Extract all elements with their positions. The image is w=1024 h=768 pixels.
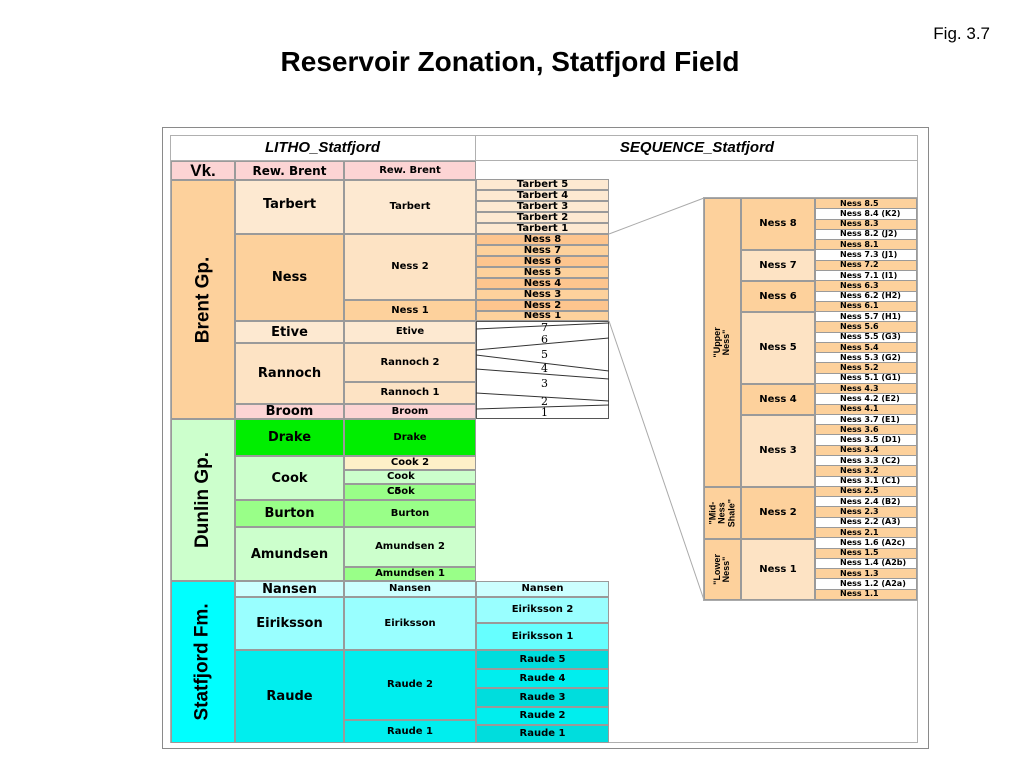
seq-number-2: 2 <box>541 395 548 408</box>
seq-ness-4: Ness 4 <box>476 278 609 289</box>
ness-group-mid: "Mid-Ness Shale" <box>704 487 741 539</box>
ness-unit-8: Ness 8 <box>741 198 815 250</box>
formation-etive: Etive <box>235 321 344 343</box>
seq-number-1: 1 <box>541 406 548 419</box>
seq-boundary-4 <box>476 368 609 380</box>
connector-bottom <box>608 320 705 601</box>
formation-rew-brent: Rew. Brent <box>235 161 344 180</box>
group-statfjord: Statfjord Fm. <box>171 581 235 743</box>
zone-raude-1: Raude 1 <box>344 720 476 743</box>
zone-rannoch-2: Rannoch 2 <box>344 343 476 382</box>
ness-unit-5: Ness 5 <box>741 312 815 384</box>
seq-raude-1: Raude 1 <box>476 725 609 743</box>
seq-ness-7: Ness 7 <box>476 245 609 256</box>
seq-number-4: 4 <box>541 362 548 375</box>
zone-eiriksson: Eiriksson <box>344 597 476 650</box>
seq-tarbert-5: Tarbert 5 <box>476 179 609 190</box>
connector-top <box>608 197 705 235</box>
seq-raude-5: Raude 5 <box>476 650 609 669</box>
formation-raude: Raude <box>235 650 344 743</box>
seq-ness-6: Ness 6 <box>476 256 609 267</box>
seq-number-3: 3 <box>541 377 548 390</box>
zone-amundsen-1: Amundsen 1 <box>344 567 476 581</box>
zone-cook-b-label: Cook <box>387 486 415 497</box>
seq-eiriksson-2: Eiriksson 2 <box>476 597 609 623</box>
ness-group-upper: "Upper Ness" <box>704 198 741 487</box>
seq-tarbert-2: Tarbert 2 <box>476 212 609 223</box>
seq-raude-4: Raude 4 <box>476 669 609 688</box>
ness-unit-7: Ness 7 <box>741 250 815 281</box>
zone-rannoch-1: Rannoch 1 <box>344 382 476 404</box>
seq-lower-brent-lines <box>476 322 609 410</box>
zone-ness-1: Ness 1 <box>344 300 476 321</box>
formation-burton: Burton <box>235 500 344 527</box>
seq-tarbert-3: Tarbert 3 <box>476 201 609 212</box>
group-brent: Brent Gp. <box>171 180 235 419</box>
sequence-header: SEQUENCE_Statfjord <box>476 135 918 161</box>
formation-cook: Cook <box>235 456 344 500</box>
zone-cook-a: Cook <box>344 470 476 484</box>
ness-subunit-row: Ness 1.1 <box>815 588 917 600</box>
seq-ness-3: Ness 3 <box>476 289 609 300</box>
formation-broom: Broom <box>235 404 344 419</box>
seq-raude-2: Raude 2 <box>476 707 609 725</box>
seq-boundary-3 <box>476 392 609 402</box>
seq-ness-1: Ness 1 <box>476 311 609 321</box>
formation-drake: Drake <box>235 419 344 456</box>
seq-ness-2: Ness 2 <box>476 300 609 311</box>
seq-number-6: 6 <box>541 333 548 346</box>
zone-cook-2: Cook 2 <box>344 456 476 470</box>
zone-drake: Drake <box>344 419 476 456</box>
seq-number-7: 7 <box>541 321 548 334</box>
group-vk: Vk. <box>171 161 235 180</box>
zone-amundsen-2: Amundsen 2 <box>344 527 476 567</box>
zone-etive: Etive <box>344 321 476 343</box>
formation-eiriksson: Eiriksson <box>235 597 344 650</box>
page-title: Reservoir Zonation, Statfjord Field <box>280 46 740 77</box>
chart-frame <box>162 127 929 749</box>
ness-unit-4: Ness 4 <box>741 384 815 415</box>
zone-rew-brent: Rew. Brent <box>344 161 476 180</box>
seq-number-5: 5 <box>541 348 548 361</box>
zone-ness-2: Ness 2 <box>344 234 476 300</box>
seq-boundary-7 <box>476 322 609 330</box>
formation-nansen: Nansen <box>235 581 344 597</box>
seq-eiriksson-1: Eiriksson 1 <box>476 623 609 650</box>
formation-rannoch: Rannoch <box>235 343 344 404</box>
zone-cook-c-label: C5 <box>387 486 402 497</box>
litho-header: LITHO_Statfjord <box>170 135 476 161</box>
seq-ness-8: Ness 8 <box>476 234 609 245</box>
zone-tarbert: Tarbert <box>344 180 476 234</box>
seq-raude-3: Raude 3 <box>476 688 609 707</box>
seq-lower-brent-box <box>476 321 609 419</box>
ness-group-lower: "Lower Ness" <box>704 539 741 600</box>
ness-unit-6: Ness 6 <box>741 281 815 312</box>
formation-ness: Ness <box>235 234 344 321</box>
seq-boundary-5 <box>476 354 609 372</box>
group-dunlin: Dunlin Gp. <box>171 419 235 581</box>
seq-boundary-2 <box>476 404 609 410</box>
seq-boundary-6 <box>476 337 609 351</box>
formation-amundsen: Amundsen <box>235 527 344 581</box>
seq-tarbert-4: Tarbert 4 <box>476 190 609 201</box>
seq-nansen: Nansen <box>476 581 609 597</box>
zone-burton: Burton <box>344 500 476 527</box>
ness-unit-3: Ness 3 <box>741 415 815 487</box>
ness-unit-2: Ness 2 <box>741 487 815 539</box>
figure-label: Fig. 3.7 <box>933 24 990 43</box>
formation-tarbert: Tarbert <box>235 180 344 234</box>
ness-detail-connectors <box>608 197 705 601</box>
ness-unit-1: Ness 1 <box>741 539 815 600</box>
zone-raude-2: Raude 2 <box>344 650 476 720</box>
zone-broom: Broom <box>344 404 476 419</box>
seq-tarbert-1: Tarbert 1 <box>476 223 609 234</box>
zone-nansen: Nansen <box>344 581 476 597</box>
seq-ness-5: Ness 5 <box>476 267 609 278</box>
